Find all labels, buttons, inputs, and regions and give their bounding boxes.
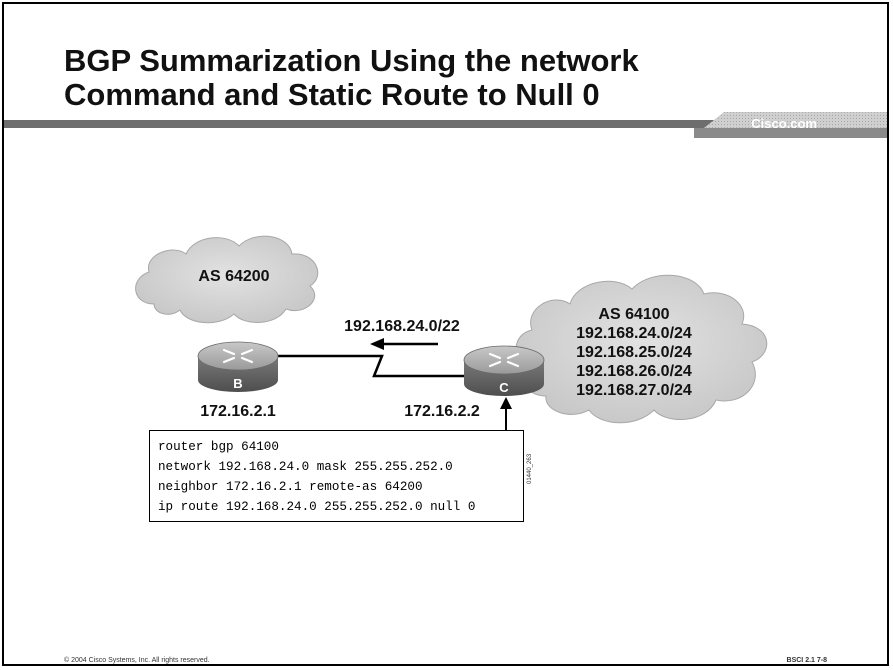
page-reference: BSCI 2.1 7-8 [786,657,827,664]
network-item: 192.168.25.0/24 [576,344,692,361]
serial-link [272,354,494,378]
copyright: © 2004 Cisco Systems, Inc. All rights re… [64,657,210,664]
config-line: router bgp 64100 [158,440,279,454]
router-c-ip: 172.16.2.2 [404,403,480,420]
title-line-2: Command and Static Route to Null 0 [64,77,600,112]
summary-arrow [370,338,438,350]
router-b: B [197,341,279,392]
router-b-ip: 172.16.2.1 [200,403,276,420]
slide-title: BGP Summarization Using the network Comm… [64,44,844,112]
network-diagram: B C AS 64200 192.168.24.0/22 172.16.2.1 … [135,235,768,430]
cisco-brand: Cisco.com [751,116,817,131]
router-b-label: B [233,376,242,391]
cloud-as-64100 [515,274,768,424]
network-item: 192.168.24.0/24 [576,325,692,342]
as-64200-label: AS 64200 [198,268,269,285]
title-bar-dark [4,120,887,128]
config-line: network 192.168.24.0 mask 255.255.252.0 [158,460,453,474]
router-c-label: C [499,380,509,395]
network-item: 192.168.27.0/24 [576,382,692,399]
title-bar-light [704,112,887,128]
config-pointer-arrow [500,397,512,430]
network-item: 192.168.26.0/24 [576,363,692,380]
as-64100-label: AS 64100 [598,306,669,323]
summary-route-label: 192.168.24.0/22 [344,318,460,335]
router-c: C [463,345,545,396]
config-box: router bgp 64100 network 192.168.24.0 ma… [149,430,524,522]
config-line: neighbor 172.16.2.1 remote-as 64200 [158,480,423,494]
title-line-1: BGP Summarization Using the network [64,43,639,78]
figure-id: 01440_263 [527,453,533,484]
title-bar [4,112,887,138]
cloud-as-64200 [135,235,319,324]
config-line: ip route 192.168.24.0 255.255.252.0 null… [158,500,476,514]
